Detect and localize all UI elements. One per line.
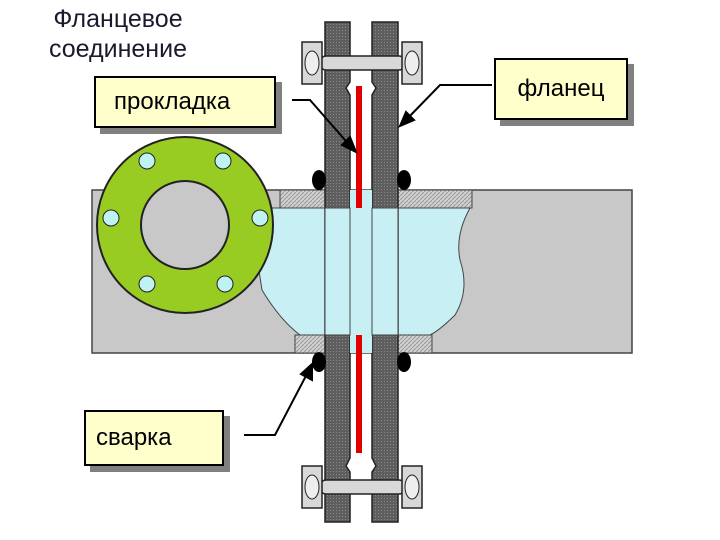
welds bbox=[312, 170, 411, 372]
title-line-2: соединение bbox=[49, 35, 187, 63]
weld-label-text: сварка bbox=[96, 424, 172, 451]
bolt-top bbox=[301, 41, 423, 85]
flange-gap bbox=[350, 190, 372, 353]
flange-ring bbox=[96, 136, 274, 314]
weld-label: сварка bbox=[84, 410, 224, 466]
flange-label-text: фланец bbox=[517, 75, 605, 102]
bolt-top-nut-left-face bbox=[304, 50, 320, 76]
gasket-top bbox=[356, 86, 362, 208]
weld-leader bbox=[244, 371, 309, 436]
flange-leader bbox=[405, 84, 492, 121]
bolt-bottom-nut-right-face bbox=[404, 474, 420, 500]
flange-label: фланец bbox=[494, 58, 628, 120]
gasket-bottom bbox=[356, 335, 362, 453]
bolt-bottom-nut-left-face bbox=[304, 474, 320, 500]
bolt-hole-1 bbox=[138, 152, 156, 170]
title-line-1: Фланцевое bbox=[53, 5, 183, 33]
bolt-top-nut-right-face bbox=[404, 50, 420, 76]
weld-bottom-left bbox=[312, 352, 326, 372]
gasket-label: прокладка bbox=[94, 76, 276, 128]
flange-arrowhead bbox=[398, 110, 416, 128]
bolt-top-shaft bbox=[319, 55, 406, 71]
weld-top-left bbox=[312, 170, 326, 190]
bolt-bottom-shaft bbox=[319, 479, 406, 495]
bolt-hole-5 bbox=[138, 275, 156, 293]
gasket-label-text: прокладка bbox=[114, 88, 231, 115]
bolt-hole-2 bbox=[214, 152, 232, 170]
weld-bottom-right bbox=[397, 352, 411, 372]
gasket bbox=[356, 86, 362, 453]
flange-plates bbox=[324, 21, 399, 523]
flange-pipe-left bbox=[324, 207, 351, 336]
weld-top-right bbox=[397, 170, 411, 190]
leader-lines bbox=[244, 84, 492, 436]
diagram-title: Фланцевое соединение bbox=[18, 4, 218, 64]
flange-pipe-right bbox=[371, 207, 399, 336]
bolt-hole-3 bbox=[102, 209, 120, 227]
bolt-bottom bbox=[301, 465, 423, 509]
gasket-leader bbox=[292, 99, 353, 149]
bolt-hole-6 bbox=[216, 275, 234, 293]
flange-ring-inner bbox=[140, 180, 230, 270]
gasket-arrowhead bbox=[340, 135, 358, 155]
weld-arrowhead bbox=[299, 361, 313, 382]
bolt-hole-4 bbox=[251, 209, 269, 227]
